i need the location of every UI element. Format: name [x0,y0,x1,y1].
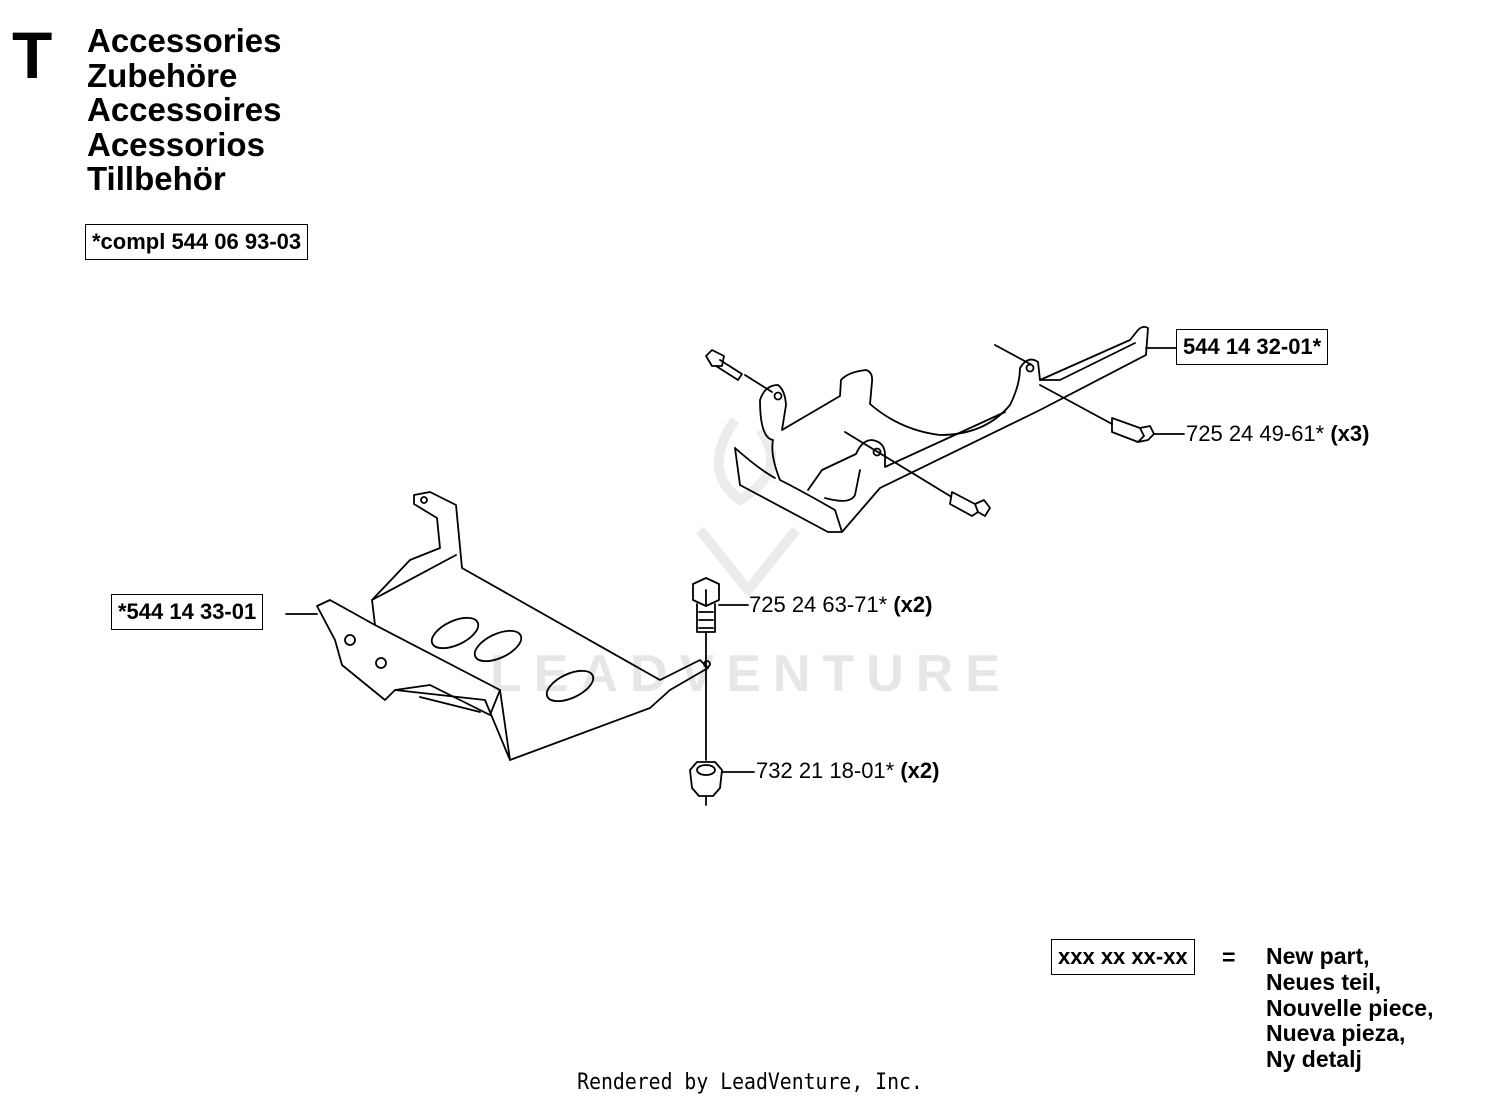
watermark-text: LEADVENTURE [490,645,1013,703]
part-quantity: (x2) [893,592,933,617]
title-de: Zubehöre [87,56,238,94]
lower-bolt [692,577,720,761]
legend-equals: = [1222,944,1236,970]
footer-credit: Rendered by LeadVenture, Inc. [577,1070,923,1095]
part-number: 725 24 63-71* [749,592,888,617]
title-pt: Acessorios [87,125,265,163]
part-label-bolt-upper[interactable]: 725 24 49-61* (x3) [1186,421,1369,447]
part-label-bolt-lower[interactable]: 725 24 63-71* (x2) [749,592,932,618]
title-en: Accessories [87,22,282,59]
upper-bolt-mid [994,344,1155,443]
legend-line-de: Neues teil, [1266,968,1382,995]
compl-label[interactable]: *compl 544 06 93-03 [85,224,309,260]
legend-list: New part, Neues teil, Nouvelle piece, Nu… [1266,943,1434,1073]
part-label-bracket-lower[interactable]: *544 14 33-01 [111,594,264,630]
watermark-logo [696,417,800,599]
legend-placeholder-box: xxx xx xx-xx [1051,939,1195,975]
lower-bracket [316,491,711,761]
upper-bolt-left [705,349,773,393]
part-label-bracket-upper[interactable]: 544 14 32-01* [1176,329,1329,365]
title-sv: Tillbehör [87,160,226,197]
legend-line-es: Nueva pieza, [1266,1020,1406,1047]
section-letter: T [12,18,53,92]
upper-bolt-lower [844,431,991,517]
part-quantity: (x3) [1330,421,1370,446]
legend-line-sv: Ny detalj [1266,1046,1362,1073]
legend-line-en: New part, [1266,943,1370,969]
upper-bracket [734,325,1149,533]
part-number: 725 24 49-61* [1186,421,1325,446]
part-quantity: (x2) [900,758,940,783]
legend-line-fr: Nouvelle piece, [1266,994,1434,1021]
part-label-nut[interactable]: 732 21 18-01* (x2) [756,758,939,784]
title-fr: Accessoires [87,91,282,128]
part-number: 732 21 18-01* [756,758,895,783]
title-block: Accessories Zubehöre Accessoires Acessor… [87,22,282,197]
lower-nut [689,761,723,806]
